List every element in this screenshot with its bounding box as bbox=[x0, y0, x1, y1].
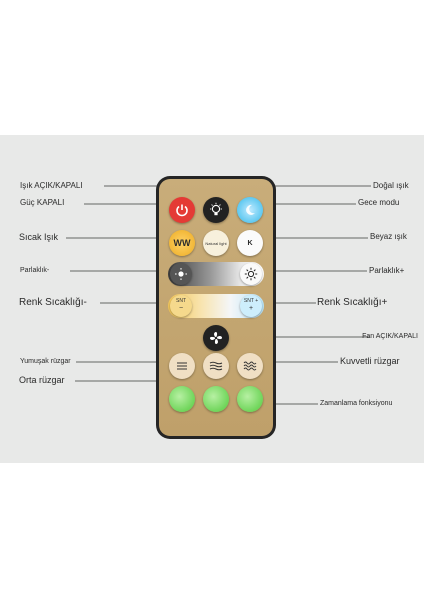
label-fan-onoff: Fan AÇIK/KAPALI bbox=[362, 333, 418, 340]
power-off-button[interactable] bbox=[169, 197, 195, 223]
label-night-mode: Gece modu bbox=[358, 198, 400, 207]
wind-low-icon bbox=[177, 362, 187, 370]
light-onoff-button[interactable] bbox=[203, 197, 229, 223]
plus-sign: + bbox=[248, 304, 254, 312]
bulb-icon bbox=[210, 202, 222, 216]
natural-light-button[interactable]: Natural light bbox=[203, 230, 229, 256]
white-light-button[interactable]: K bbox=[237, 230, 263, 256]
timer-button-3[interactable] bbox=[237, 386, 263, 412]
remote-face: WW Natural light K bbox=[159, 179, 273, 436]
color-temp-plus-button[interactable]: SNT + + bbox=[240, 295, 262, 317]
label-brightness-minus: Parlaklık- bbox=[20, 267, 50, 274]
label-brightness-plus: Parlaklık+ bbox=[369, 266, 405, 275]
fan-onoff-button[interactable] bbox=[203, 325, 229, 351]
wind-high-icon bbox=[243, 361, 257, 371]
night-mode-button[interactable] bbox=[237, 197, 263, 223]
minus-sign: − bbox=[178, 304, 184, 312]
soft-wind-button[interactable] bbox=[169, 353, 195, 379]
label-color-temp-plus: Renk Sıcaklığı+ bbox=[317, 297, 388, 308]
ww-label: WW bbox=[173, 238, 191, 248]
label-timer-function: Zamanlama fonksiyonu bbox=[320, 400, 393, 407]
timer-button-1[interactable] bbox=[169, 386, 195, 412]
color-temp-minus-button[interactable]: SNT − bbox=[170, 295, 192, 317]
label-warm-light: Sıcak Işık bbox=[19, 232, 59, 242]
snt-plus-label: SNT + bbox=[243, 298, 259, 305]
remote-control: WW Natural light K bbox=[156, 176, 276, 439]
brightness-down-icon bbox=[175, 268, 187, 280]
label-medium-wind: Orta rüzgar bbox=[19, 375, 65, 385]
label-power-off: Güç KAPALI bbox=[20, 198, 65, 207]
strong-wind-button[interactable] bbox=[237, 353, 263, 379]
timer-button-2[interactable] bbox=[203, 386, 229, 412]
medium-wind-button[interactable] bbox=[203, 353, 229, 379]
k-label: K bbox=[247, 239, 253, 247]
power-icon bbox=[176, 204, 188, 217]
snt-minus-label: SNT bbox=[176, 298, 186, 305]
moon-icon bbox=[246, 204, 255, 215]
label-soft-wind: Yumuşak rüzgar bbox=[20, 358, 71, 365]
label-strong-wind: Kuvvetli rüzgar bbox=[340, 356, 400, 366]
label-color-temp-minus: Renk Sıcaklığı- bbox=[19, 297, 87, 308]
label-light-onoff: Işık AÇIK/KAPALI bbox=[20, 181, 83, 190]
brightness-up-button[interactable] bbox=[240, 263, 262, 285]
natural-light-label: Natural light bbox=[205, 240, 227, 246]
warm-light-button[interactable]: WW bbox=[169, 230, 195, 256]
label-natural-light: Doğal ışık bbox=[373, 181, 409, 190]
brightness-down-button[interactable] bbox=[170, 263, 192, 285]
fan-icon bbox=[209, 331, 223, 345]
label-white-light: Beyaz ışık bbox=[370, 232, 407, 241]
brightness-up-icon bbox=[244, 267, 258, 281]
wind-mid-icon bbox=[209, 361, 223, 371]
